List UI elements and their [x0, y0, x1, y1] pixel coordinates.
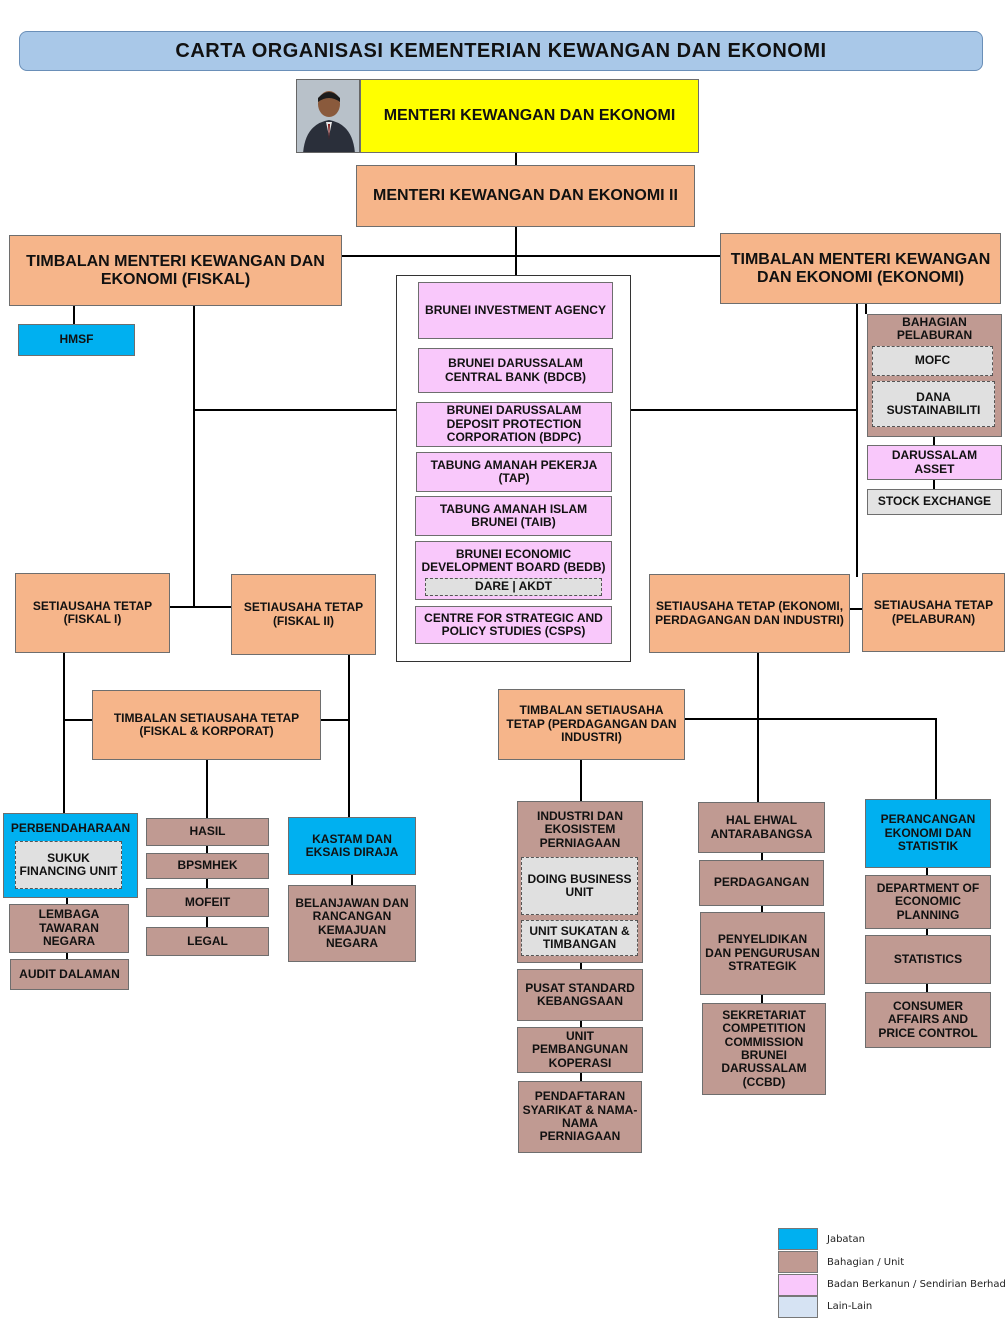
connector	[342, 255, 721, 257]
perdagangan-box: PERDAGANGAN	[699, 860, 824, 906]
connector	[761, 853, 763, 860]
connector	[926, 984, 928, 992]
hmsf-box: HMSF	[18, 324, 135, 356]
legend-swatch-jabatan	[778, 1228, 818, 1250]
kastam-box: KASTAM DAN EKSAIS DIRAJA	[288, 817, 416, 875]
legal-box: LEGAL	[146, 927, 269, 956]
mofc-box: MOFC	[872, 346, 993, 376]
sukuk-financing-box: SUKUK FINANCING UNIT	[15, 841, 122, 889]
connector	[757, 653, 759, 802]
connector	[933, 437, 935, 445]
connector	[170, 606, 231, 608]
minister-box: MENTERI KEWANGAN DAN EKONOMI	[360, 79, 699, 153]
pendaftaran-box: PENDAFTARAN SYARIKAT & NAMA-NAMA PERNIAG…	[518, 1081, 642, 1153]
centre-unit: BRUNEI INVESTMENT AGENCY	[418, 282, 613, 339]
ps-fiskal-2: SETIAUSAHA TETAP (FISKAL II)	[231, 574, 376, 655]
centre-unit: BRUNEI DARUSSALAM DEPOSIT PROTECTION COR…	[416, 402, 612, 447]
connector	[206, 917, 208, 927]
connector	[193, 409, 396, 411]
centre-unit: CENTRE FOR STRATEGIC AND POLICY STUDIES …	[415, 606, 612, 644]
connector	[761, 995, 763, 1003]
connector	[63, 653, 65, 813]
page-title: CARTA ORGANISASI KEMENTERIAN KEWANGAN DA…	[19, 31, 983, 71]
connector	[761, 906, 763, 912]
hal-ehwal-box: HAL EHWAL ANTARABANGSA	[698, 802, 825, 853]
dana-sustainabiliti-box: DANA SUSTAINABILITI	[872, 381, 995, 427]
connector	[630, 409, 857, 411]
lembaga-tawaran-box: LEMBAGA TAWARAN NEGARA	[9, 904, 129, 953]
minister-portrait	[296, 79, 360, 153]
consumer-affairs-box: CONSUMER AFFAIRS AND PRICE CONTROL	[865, 992, 991, 1048]
centre-unit-label: BRUNEI ECONOMIC DEVELOPMENT BOARD (BEDB)	[421, 547, 606, 575]
connector	[66, 898, 68, 904]
connector	[850, 608, 862, 610]
penyelidikan-box: PENYELIDIKAN DAN PENGURUSAN STRATEGIK	[700, 912, 825, 995]
dps-fiskal-korporat: TIMBALAN SETIAUSAHA TETAP (FISKAL & KORP…	[92, 690, 321, 760]
ps-pelaburan: SETIAUSAHA TETAP (PELABURAN)	[862, 573, 1005, 652]
minister-2-box: MENTERI KEWANGAN DAN EKONOMI II	[356, 165, 695, 227]
connector	[580, 760, 582, 801]
bpsmhek-box: BPSMHEK	[146, 853, 269, 879]
ccbd-box: SEKRETARIAT COMPETITION COMMISSION BRUNE…	[702, 1003, 826, 1095]
legend-swatch-badan	[778, 1274, 818, 1296]
sukatan-timbangan-box: UNIT SUKATAN & TIMBANGAN	[521, 920, 638, 956]
ps-fiskal-1: SETIAUSAHA TETAP (FISKAL I)	[15, 573, 170, 653]
depd-box: DEPARTMENT OF ECONOMIC PLANNING	[865, 875, 991, 929]
connector	[865, 304, 867, 314]
legend-swatch-bahagian	[778, 1251, 818, 1273]
connector	[66, 953, 68, 959]
connector	[580, 1073, 582, 1081]
centre-unit: TABUNG AMANAH ISLAM BRUNEI (TAIB)	[415, 496, 612, 536]
audit-dalaman-box: AUDIT DALAMAN	[10, 959, 129, 990]
connector	[73, 306, 75, 324]
hasil-box: HASIL	[146, 818, 269, 846]
deputy-minister-ekonomi: TIMBALAN MENTERI KEWANGAN DAN EKONOMI (E…	[720, 233, 1001, 304]
deputy-minister-fiskal: TIMBALAN MENTERI KEWANGAN DAN EKONOMI (F…	[9, 235, 342, 306]
legend-label: Lain-Lain	[827, 1301, 873, 1312]
connector	[206, 846, 208, 853]
pusat-standard-box: PUSAT STANDARD KEBANGSAAN	[517, 969, 643, 1021]
doing-business-box: DOING BUSINESS UNIT	[521, 857, 638, 915]
bahagian-pelaburan-label: BAHAGIAN PELABURAN	[896, 315, 973, 343]
dps-perdagangan: TIMBALAN SETIAUSAHA TETAP (PERDAGANGAN D…	[498, 689, 685, 760]
legend-label: Bahagian / Unit	[827, 1257, 905, 1268]
connector	[515, 227, 517, 275]
legend-label: Badan Berkanun / Sendirian Berhad	[827, 1279, 1006, 1290]
connector	[685, 718, 937, 720]
darussalam-asset-box: DARUSSALAM ASSET	[867, 445, 1002, 480]
mofeit-box: MOFEIT	[146, 888, 269, 917]
ps-ekonomi: SETIAUSAHA TETAP (EKONOMI, PERDAGANGAN D…	[649, 574, 850, 653]
connector	[515, 153, 517, 165]
connector	[926, 929, 928, 935]
connector	[348, 655, 350, 817]
legend-label: Jabatan	[827, 1234, 865, 1245]
connector	[933, 480, 935, 489]
connector	[351, 875, 353, 885]
connector	[206, 879, 208, 888]
portrait-photo-icon	[297, 80, 359, 152]
connector	[321, 719, 350, 721]
koperasi-box: UNIT PEMBANGUNAN KOPERASI	[517, 1027, 643, 1073]
stock-exchange-box: STOCK EXCHANGE	[867, 489, 1002, 515]
statistics-box: STATISTICS	[865, 935, 991, 984]
connector	[580, 1021, 582, 1027]
centre-unit: TABUNG AMANAH PEKERJA (TAP)	[416, 452, 612, 492]
connector	[935, 718, 937, 799]
perbendaharaan-label: PERBENDAHARAAN	[10, 821, 131, 835]
industri-ekosistem-label: INDUSTRI DAN EKOSISTEM PERNIAGAAN	[537, 809, 623, 850]
connector	[856, 304, 858, 577]
connector	[580, 963, 582, 969]
centre-unit: BRUNEI DARUSSALAM CENTRAL BANK (BDCB)	[418, 348, 613, 393]
connector	[206, 760, 208, 818]
belanjawan-box: BELANJAWAN DAN RANCANGAN KEMAJUAN NEGARA	[288, 885, 416, 962]
connector	[63, 719, 92, 721]
connector	[926, 868, 928, 875]
dare-akdt-box: DARE | AKDT	[425, 578, 602, 596]
connector	[193, 306, 195, 608]
perancangan-ekonomi-box: PERANCANGAN EKONOMI DAN STATISTIK	[865, 799, 991, 868]
legend-swatch-lain	[778, 1296, 818, 1318]
